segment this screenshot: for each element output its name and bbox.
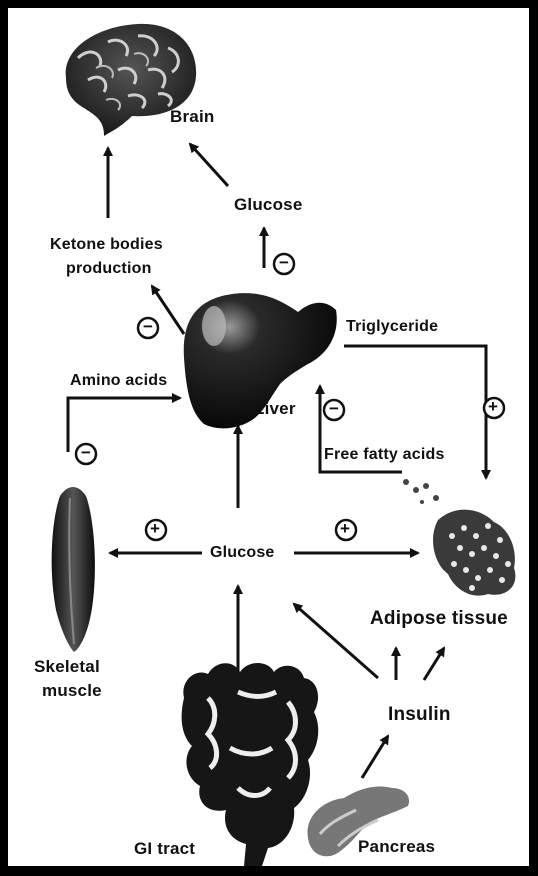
- label-glucose-top: Glucose: [234, 194, 302, 216]
- label-liver: Liver: [254, 398, 296, 420]
- gi-tract-illustration: [182, 663, 319, 866]
- label-free-fatty-acids: Free fatty acids: [324, 444, 445, 466]
- label-ketone-bodies: Ketone bodies: [50, 234, 163, 256]
- label-insulin: Insulin: [388, 704, 451, 726]
- label-skeletal: Skeletal: [34, 656, 100, 678]
- label-gi-tract: GI tract: [134, 838, 195, 860]
- inhibit-sign-glucose-output: −: [279, 252, 289, 274]
- adipose-tissue-illustration: [403, 479, 515, 596]
- stimulate-sign-muscle-uptake: +: [150, 518, 160, 540]
- inhibit-sign-ketone: −: [143, 316, 153, 338]
- skeletal-muscle-illustration: [52, 487, 95, 652]
- inhibit-sign-amino-acids: −: [81, 442, 91, 464]
- label-adipose-tissue: Adipose tissue: [370, 608, 508, 630]
- diagram-canvas: − − − − + + + Brain Glucose Ketone bodie…: [8, 8, 529, 866]
- label-muscle: muscle: [42, 680, 102, 702]
- label-triglyceride: Triglyceride: [346, 316, 438, 338]
- label-pancreas: Pancreas: [358, 836, 435, 858]
- diagram-graphics: [8, 8, 529, 866]
- label-amino-acids: Amino acids: [70, 370, 167, 392]
- stimulate-sign-adipose-uptake: +: [340, 518, 350, 540]
- stimulate-sign-triglyceride: +: [488, 396, 498, 418]
- inhibit-sign-free-fatty-acids: −: [329, 398, 339, 420]
- label-brain: Brain: [170, 106, 214, 128]
- label-glucose-center: Glucose: [210, 542, 275, 564]
- label-production: production: [66, 258, 152, 280]
